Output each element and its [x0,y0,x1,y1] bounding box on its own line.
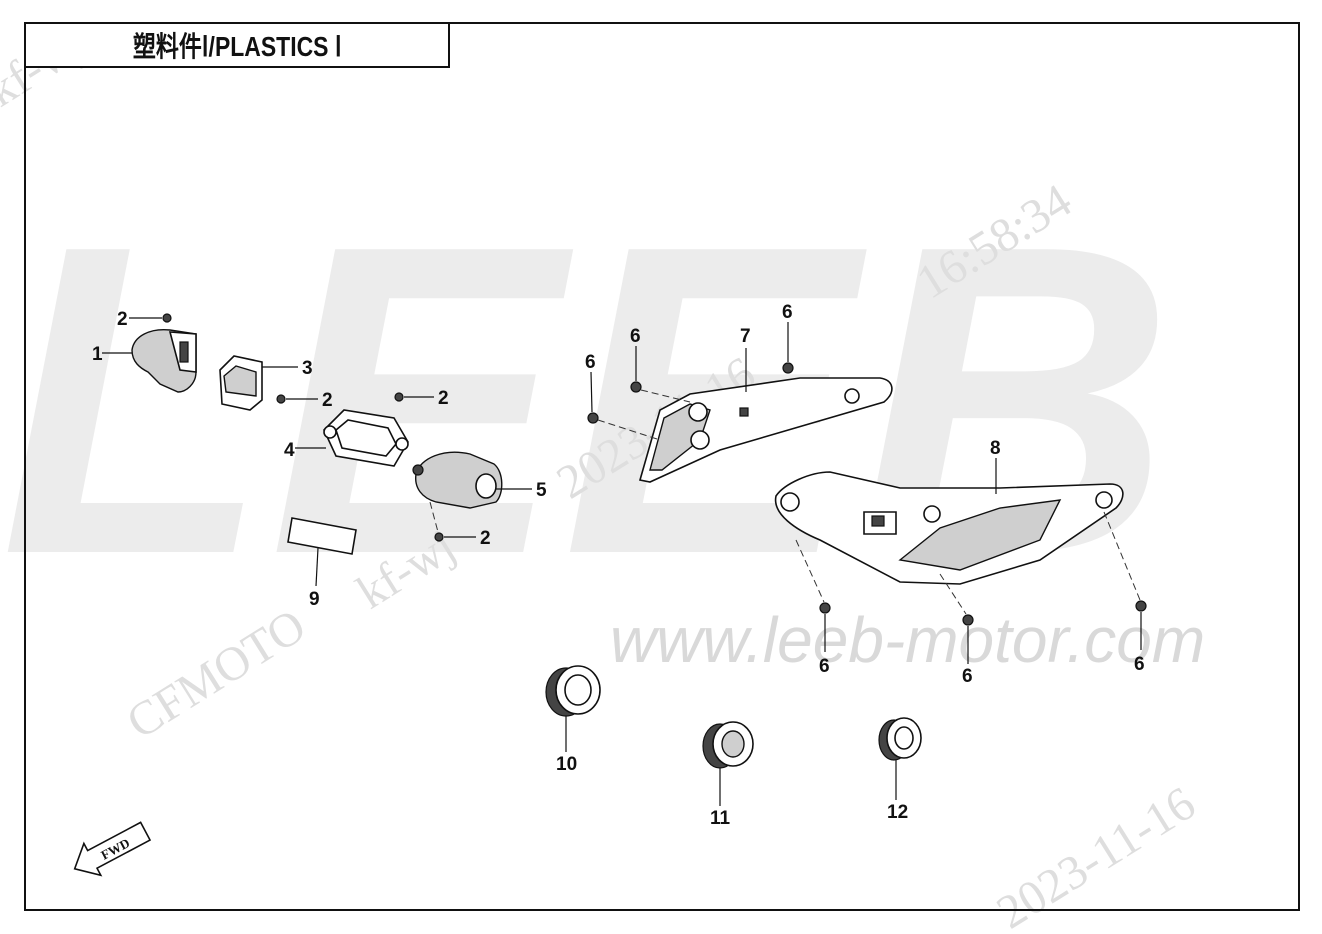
part-1-cover: 1 [92,329,197,393]
title-box: 塑料件Ⅰ/PLASTICS Ⅰ [24,22,450,68]
part-4-frame: 4 [284,409,409,467]
callout-5: 5 [536,480,547,501]
callout-6f: 6 [1134,654,1145,675]
callout-2b: 2 [322,390,333,411]
page-title: 塑料件Ⅰ/PLASTICS Ⅰ [132,31,342,62]
part-9-pad: 9 [287,517,357,610]
callout-6d: 6 [819,656,830,677]
part-6-screw-a: 6 [585,352,661,441]
callout-6c: 6 [782,302,793,323]
part-7-side-cover: 7 [638,326,893,483]
part-3-bracket: 3 [219,355,313,411]
part-10-grommet: 10 [545,665,601,775]
callout-2c: 2 [438,388,449,409]
callout-12: 12 [887,802,908,823]
callout-2a: 2 [117,309,128,330]
callout-6b: 6 [630,326,641,347]
part-6-screw-d: 6 [795,539,831,677]
part-2-screw-c: 2 [394,388,449,409]
watermark-url: www.leeb-motor.com [610,604,1205,676]
callout-1: 1 [92,344,103,365]
part-6-screw-e: 6 [939,573,974,687]
part-6-screw-b: 6 [630,326,691,403]
callout-4: 4 [284,440,295,461]
callout-3: 3 [302,358,313,379]
callout-10: 10 [556,754,577,775]
part-2-screw-d: 2 [429,501,491,549]
part-6-screw-c: 6 [782,302,794,374]
callout-6e: 6 [962,666,973,687]
part-6-screw-f: 6 [1103,511,1147,675]
callout-11: 11 [710,808,731,829]
callout-2d: 2 [480,528,491,549]
callout-9: 9 [309,589,320,610]
part-12-grommet: 12 [878,717,922,823]
fwd-arrow-shape [73,821,152,877]
part-11-grommet: 11 [702,721,754,829]
drawing-frame [24,22,1300,911]
part-8-lower-cover: 8 [774,438,1124,585]
part-2-screw-a: 2 [117,309,172,330]
callout-8: 8 [990,438,1001,459]
callout-7: 7 [740,326,751,347]
callout-6a: 6 [585,352,596,373]
part-5-housing: 5 [412,451,547,509]
part-2-screw-b: 2 [276,390,333,411]
